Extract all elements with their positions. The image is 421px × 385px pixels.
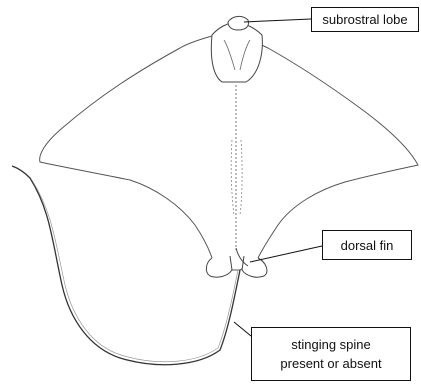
label-stinging-spine-line1: stinging spine	[291, 335, 371, 354]
leader-dorsal	[250, 246, 322, 262]
tail	[12, 166, 240, 365]
leader-spine	[234, 322, 251, 336]
label-subrostral-lobe: subrostral lobe	[311, 7, 419, 32]
leader-subrostral	[244, 19, 311, 22]
head-outline	[211, 22, 262, 82]
label-subrostral-lobe-text: subrostral lobe	[322, 12, 407, 27]
left-pelvic-fin	[206, 256, 232, 277]
midline-detail	[231, 140, 242, 215]
label-dorsal-fin-text: dorsal fin	[341, 238, 394, 253]
label-stinging-spine-line2: present or absent	[280, 354, 381, 373]
subrostral-lobe-shape	[228, 16, 249, 30]
label-dorsal-fin: dorsal fin	[322, 230, 412, 260]
label-stinging-spine: stinging spine present or absent	[251, 327, 411, 381]
